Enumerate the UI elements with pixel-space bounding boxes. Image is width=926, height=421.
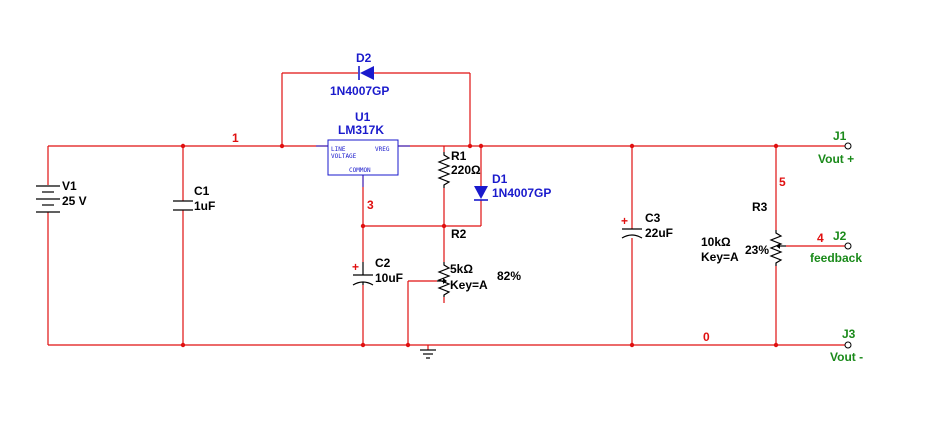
junction-dot xyxy=(360,223,366,229)
d2-diode-symbol[interactable] xyxy=(358,66,374,80)
c2-capacitor-symbol[interactable] xyxy=(352,262,374,286)
r3-key-label: Key=A xyxy=(701,250,739,264)
c1-value-label: 1uF xyxy=(194,199,215,213)
u1-ref-label: U1 xyxy=(355,110,371,124)
v1-ref-label: V1 xyxy=(62,179,77,193)
junction-dot xyxy=(478,143,484,149)
junctions xyxy=(180,143,779,348)
r2-percent-label: 82% xyxy=(497,269,521,283)
net-label-3: 3 xyxy=(367,198,374,212)
d1-part-label: 1N4007GP xyxy=(492,186,551,200)
j1-ref-label: J1 xyxy=(833,129,847,143)
u1-pin-vreg: VREG xyxy=(375,146,390,153)
junction-dot xyxy=(441,223,447,229)
c3-ref-label: C3 xyxy=(645,211,661,225)
u1-pin-common: COMMON xyxy=(349,167,371,174)
r3-potentiometer-symbol[interactable] xyxy=(769,230,786,266)
j2-connector-symbol[interactable] xyxy=(844,242,852,250)
c3-capacitor-symbol[interactable] xyxy=(621,228,643,239)
c2-ref-label: C2 xyxy=(375,256,391,270)
j3-pin-label: Vout - xyxy=(830,350,863,364)
v1-battery-symbol[interactable] xyxy=(36,185,60,213)
r1-resistor-symbol[interactable] xyxy=(437,152,451,188)
c1-capacitor-symbol[interactable] xyxy=(173,200,193,211)
r2-potentiometer-symbol[interactable] xyxy=(437,262,451,297)
junction-dot xyxy=(360,342,366,348)
r3-value-label: 10kΩ xyxy=(701,235,731,249)
u1-pin-voltage: VOLTAGE xyxy=(331,153,357,160)
ground-icon xyxy=(420,349,436,359)
r1-ref-label: R1 xyxy=(451,149,467,163)
net-label-4: 4 xyxy=(817,231,824,245)
junction-dot xyxy=(279,143,285,149)
net-label-0: 0 xyxy=(703,330,710,344)
junction-dot xyxy=(180,143,186,149)
junction-dot xyxy=(773,342,779,348)
j3-connector-symbol[interactable] xyxy=(844,341,852,349)
d2-ref-label: D2 xyxy=(356,51,372,65)
junction-dot xyxy=(405,342,411,348)
d2-part-label: 1N4007GP xyxy=(330,84,389,98)
net-label-5: 5 xyxy=(779,175,786,189)
c3-value-label: 22uF xyxy=(645,226,673,240)
u1-regulator-symbol[interactable] xyxy=(316,139,410,187)
junction-dot xyxy=(629,143,635,149)
j2-pin-label: feedback xyxy=(810,251,862,265)
junction-dot xyxy=(773,143,779,149)
d1-diode-symbol[interactable] xyxy=(474,186,488,201)
r2-value-label: 5kΩ xyxy=(450,262,473,276)
j2-ref-label: J2 xyxy=(833,229,847,243)
j3-ref-label: J3 xyxy=(842,327,856,341)
v1-value-label: 25 V xyxy=(62,194,87,208)
junction-dot xyxy=(467,143,473,149)
c2-polarity-mark: + xyxy=(352,260,359,274)
j1-connector-symbol[interactable] xyxy=(844,142,852,150)
junction-dot xyxy=(629,342,635,348)
u1-pin-line: LINE xyxy=(331,146,346,153)
r2-key-label: Key=A xyxy=(450,278,488,292)
wires xyxy=(47,72,845,350)
c1-ref-label: C1 xyxy=(194,184,210,198)
d1-ref-label: D1 xyxy=(492,172,508,186)
j1-pin-label: Vout + xyxy=(818,152,854,166)
c3-polarity-mark: + xyxy=(621,214,628,228)
r3-ref-label: R3 xyxy=(752,200,768,214)
r1-value-label: 220Ω xyxy=(451,163,481,177)
junction-dot xyxy=(180,342,186,348)
r3-percent-label: 23% xyxy=(745,243,769,257)
net-label-1: 1 xyxy=(232,131,239,145)
c2-value-label: 10uF xyxy=(375,271,403,285)
r2-ref-label: R2 xyxy=(451,227,467,241)
u1-part-label: LM317K xyxy=(338,123,384,137)
